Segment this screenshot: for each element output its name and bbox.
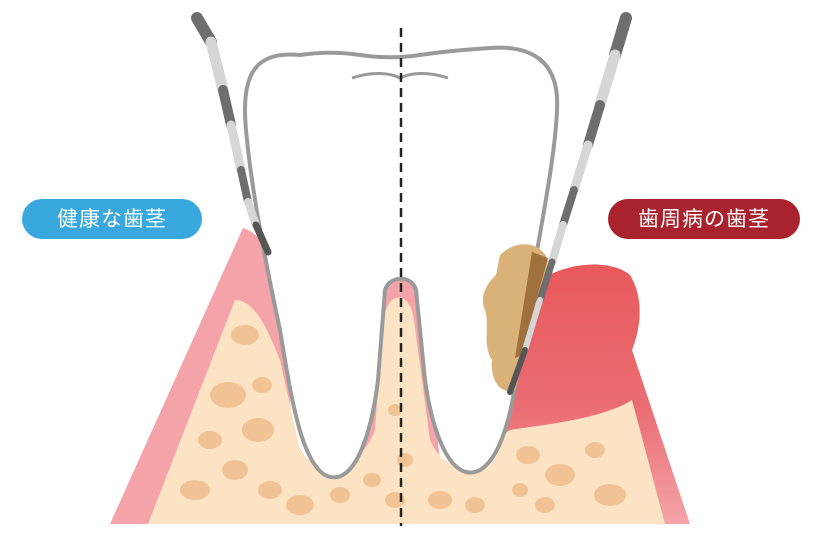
alveolar-bone (148, 297, 665, 524)
bone-trabeculae (180, 325, 626, 515)
bone-area (148, 297, 665, 524)
left-probe-icon (191, 12, 272, 256)
healthy-gum-label: 健康な歯茎 (22, 199, 202, 239)
right-probe-icon (507, 12, 632, 395)
tartar-shadow (515, 252, 548, 358)
tooth-outline (243, 45, 560, 480)
molar-tooth-icon (243, 45, 560, 480)
periodontal-gum-label: 歯周病の歯茎 (608, 199, 800, 239)
